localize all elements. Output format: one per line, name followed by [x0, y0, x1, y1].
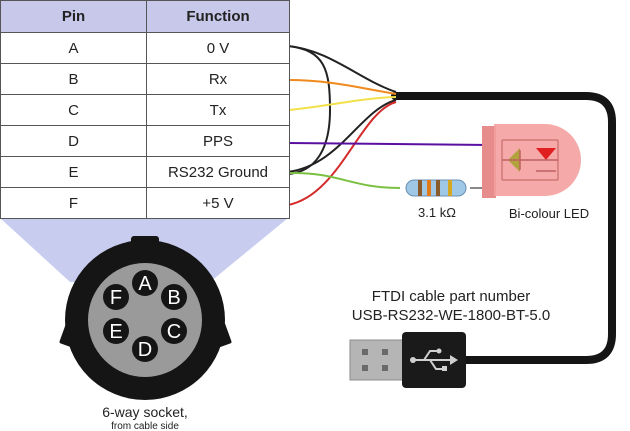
svg-text:C: C [167, 321, 181, 343]
svg-text:F: F [110, 287, 122, 309]
table-row: E RS232 Ground [0, 156, 290, 188]
cable-sheath [391, 92, 616, 364]
header-function: Function [146, 0, 290, 33]
function-cell: Tx [146, 94, 290, 126]
svg-text:A: A [138, 273, 152, 295]
wire-yellow [287, 96, 397, 111]
wire-green [287, 171, 401, 189]
wire-purple [287, 142, 491, 146]
six-way-socket: A B C D E F [59, 236, 232, 400]
header-pin: Pin [0, 0, 147, 33]
function-cell: RS232 Ground [146, 156, 290, 188]
cable-part-number: USB-RS232-WE-1800-BT-5.0 [352, 307, 550, 324]
function-cell: +5 V [146, 187, 290, 219]
socket-pin-a: A [132, 270, 158, 296]
bi-colour-led [482, 124, 581, 198]
wire-red [287, 101, 397, 206]
resistor-label: 3.1 kΩ [418, 205, 456, 220]
pin-cell: B [0, 63, 147, 95]
svg-text:B: B [167, 287, 180, 309]
pin-cell: E [0, 156, 147, 188]
socket-pin-b: B [161, 284, 187, 310]
pin-cell: F [0, 187, 147, 219]
usb-icon [410, 348, 458, 371]
pin-cell: A [0, 32, 147, 64]
socket-pin-c: C [161, 318, 187, 344]
led-label: Bi-colour LED [509, 206, 589, 221]
svg-text:D: D [138, 339, 152, 361]
table-header-row: Pin Function [0, 0, 290, 33]
table-row: D PPS [0, 125, 290, 157]
function-cell: 0 V [146, 32, 290, 64]
led-diode-red [536, 148, 556, 160]
socket-caption: 6-way socket, [102, 404, 188, 420]
table-row: A 0 V [0, 32, 290, 64]
pin-function-table: Pin Function A 0 V B Rx C Tx D PPS E [0, 0, 290, 219]
wire-orange [287, 79, 397, 95]
function-cell: PPS [146, 125, 290, 157]
pin-cell: D [0, 125, 147, 157]
socket-pin-f: F [103, 284, 129, 310]
resistor [405, 179, 467, 197]
socket-pin-e: E [103, 318, 129, 344]
table-row: F +5 V [0, 187, 290, 219]
function-cell: Rx [146, 63, 290, 95]
svg-text:E: E [109, 321, 122, 343]
table-row: B Rx [0, 63, 290, 95]
table-row: C Tx [0, 94, 290, 126]
socket-pin-d: D [132, 336, 158, 362]
cable-caption: FTDI cable part number [372, 288, 530, 305]
pin-cell: C [0, 94, 147, 126]
socket-subcaption: from cable side [111, 421, 179, 431]
wire-black-e [287, 99, 397, 173]
